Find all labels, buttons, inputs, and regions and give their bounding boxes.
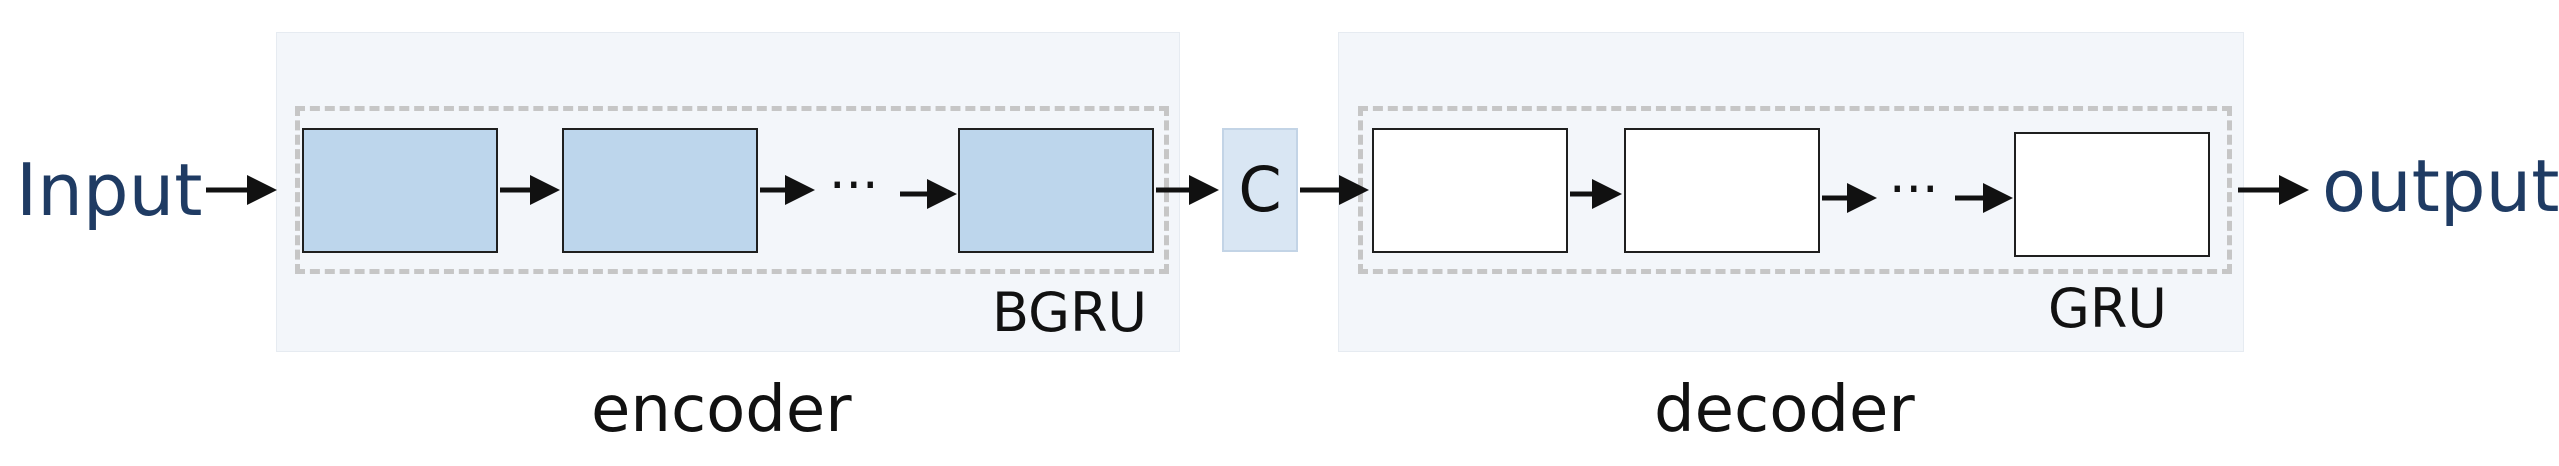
encoder-caption: encoder [591,373,852,447]
input-label: Input [16,148,203,232]
encoder-ellipsis: ··· [829,156,879,216]
encoder-cell-2 [562,128,758,253]
decoder-caption: decoder [1654,373,1915,447]
context-vector-label: C [1238,153,1282,226]
decoder-cell-2 [1624,128,1820,253]
decoder-cell-1 [1372,128,1568,253]
decoder-ellipsis: ··· [1889,160,1939,220]
decoder-cell-n [2014,132,2210,257]
encoder-cell-1 [302,128,498,253]
encoder-unit-label: BGRU [992,281,1147,344]
decoder-unit-label: GRU [2048,277,2167,340]
output-label: output [2322,144,2559,228]
context-vector-box: C [1222,128,1298,252]
encoder-cell-n [958,128,1154,253]
